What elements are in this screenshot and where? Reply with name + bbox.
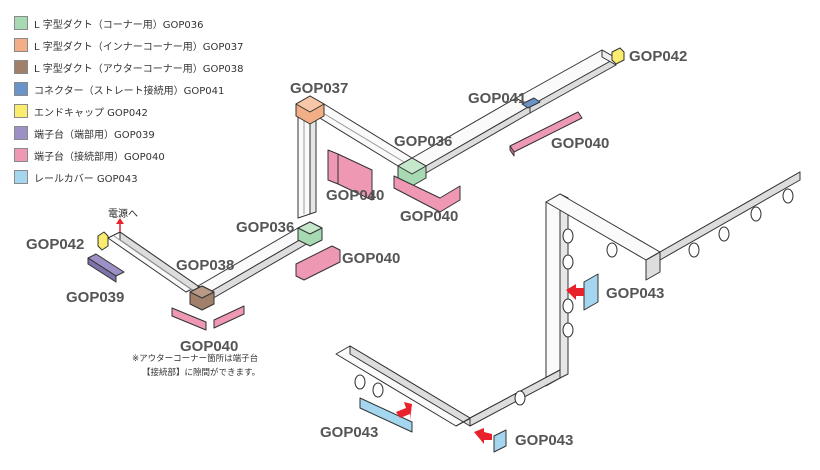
rail-to-gop041: [411, 97, 531, 167]
gop040-part-center: [393, 175, 461, 213]
legend-item-gop043: レールカバー GOP043: [14, 166, 284, 188]
legend-label-gop042: エンドキャップ GOP042: [34, 107, 148, 119]
label-gop043-b: GOP043: [320, 424, 378, 441]
power-label: 電源へ: [108, 207, 138, 220]
legend-swatch-gop038: [14, 60, 28, 74]
note-line-2: 【接続部】に隙間ができます。: [142, 367, 260, 378]
legend-label-gop036: L 字型ダクト（コーナー用）GOP036: [34, 19, 204, 31]
gop043-part-bottom-right: [493, 429, 507, 453]
spotlights-bottom: [354, 374, 526, 406]
legend-swatch-gop036: [14, 16, 28, 30]
red-arrow-right: [566, 284, 584, 300]
legend-swatch-gop042: [14, 104, 28, 118]
label-gop043-c: GOP043: [515, 432, 573, 449]
gop041-part: [521, 97, 541, 109]
gop042-top-part: [611, 47, 625, 65]
legend-item-gop042: エンドキャップ GOP042: [14, 100, 284, 122]
label-gop040-e: GOP040: [180, 338, 238, 355]
middle-rail-assembly: [87, 218, 341, 331]
label-gop040-d: GOP040: [342, 250, 400, 267]
label-gop039: GOP039: [66, 289, 124, 306]
legend-label-gop039: 端子台（端部用）GOP039: [34, 129, 155, 141]
legend: L 字型ダクト（コーナー用）GOP036 L 字型ダクト（インナーコーナー用）G…: [14, 12, 284, 188]
label-gop042-top: GOP042: [629, 48, 687, 65]
gop042-left-part: [97, 231, 109, 251]
gop043-part-right: [583, 273, 599, 311]
legend-swatch-gop039: [14, 126, 28, 140]
label-gop036-b: GOP036: [236, 219, 294, 236]
label-gop041: GOP041: [468, 90, 526, 107]
label-gop038: GOP038: [176, 257, 234, 274]
red-arrow-bottom-right: [474, 428, 492, 444]
gop043-part-bottom-left: [359, 397, 413, 433]
rail-to-gop042: [515, 49, 617, 107]
legend-item-gop041: コネクター（ストレート接続用）GOP041: [14, 78, 284, 100]
label-gop036-a: GOP036: [394, 133, 452, 150]
gop040-part-lower-left: [171, 307, 207, 331]
gop040-part-mid-right: [295, 245, 341, 281]
rail-right-vertical: [545, 193, 561, 387]
legend-item-gop036: L 字型ダクト（コーナー用）GOP036: [14, 12, 284, 34]
legend-swatch-gop043: [14, 170, 28, 184]
spotlights-vertical: [562, 228, 574, 338]
label-gop040-a: GOP040: [551, 135, 609, 152]
legend-swatch-gop040: [14, 148, 28, 162]
legend-label-gop040: 端子台（接続部用）GOP040: [34, 151, 165, 163]
legend-item-gop037: L 字型ダクト（インナーコーナー用）GOP037: [14, 34, 284, 56]
legend-label-gop038: L 字型ダクト（アウターコーナー用）GOP038: [34, 63, 244, 75]
legend-label-gop037: L 字型ダクト（インナーコーナー用）GOP037: [34, 41, 244, 53]
legend-item-gop040: 端子台（接続部用）GOP040: [14, 144, 284, 166]
note-line-1: ※アウターコーナー箇所は端子台: [132, 353, 258, 364]
upper-rail-assembly: [295, 47, 625, 219]
label-gop040-b: GOP040: [326, 187, 384, 204]
label-gop040-c: GOP040: [400, 208, 458, 225]
legend-item-gop038: L 字型ダクト（アウターコーナー用）GOP038: [14, 56, 284, 78]
legend-label-gop041: コネクター（ストレート接続用）GOP041: [34, 85, 225, 97]
red-arrow-bottom-left: [396, 402, 412, 420]
gop040-part-lower-right: [213, 305, 245, 329]
spotlights-upper: [606, 188, 794, 258]
label-gop042-left: GOP042: [26, 236, 84, 253]
legend-swatch-gop041: [14, 82, 28, 96]
right-rail-assembly: [335, 171, 801, 453]
label-gop037: GOP037: [290, 80, 348, 97]
legend-item-gop039: 端子台（端部用）GOP039: [14, 122, 284, 144]
legend-swatch-gop037: [14, 38, 28, 52]
gop040-part-left-vertical: [327, 149, 339, 185]
legend-label-gop043: レールカバー GOP043: [34, 173, 138, 185]
label-gop043-a: GOP043: [606, 285, 664, 302]
